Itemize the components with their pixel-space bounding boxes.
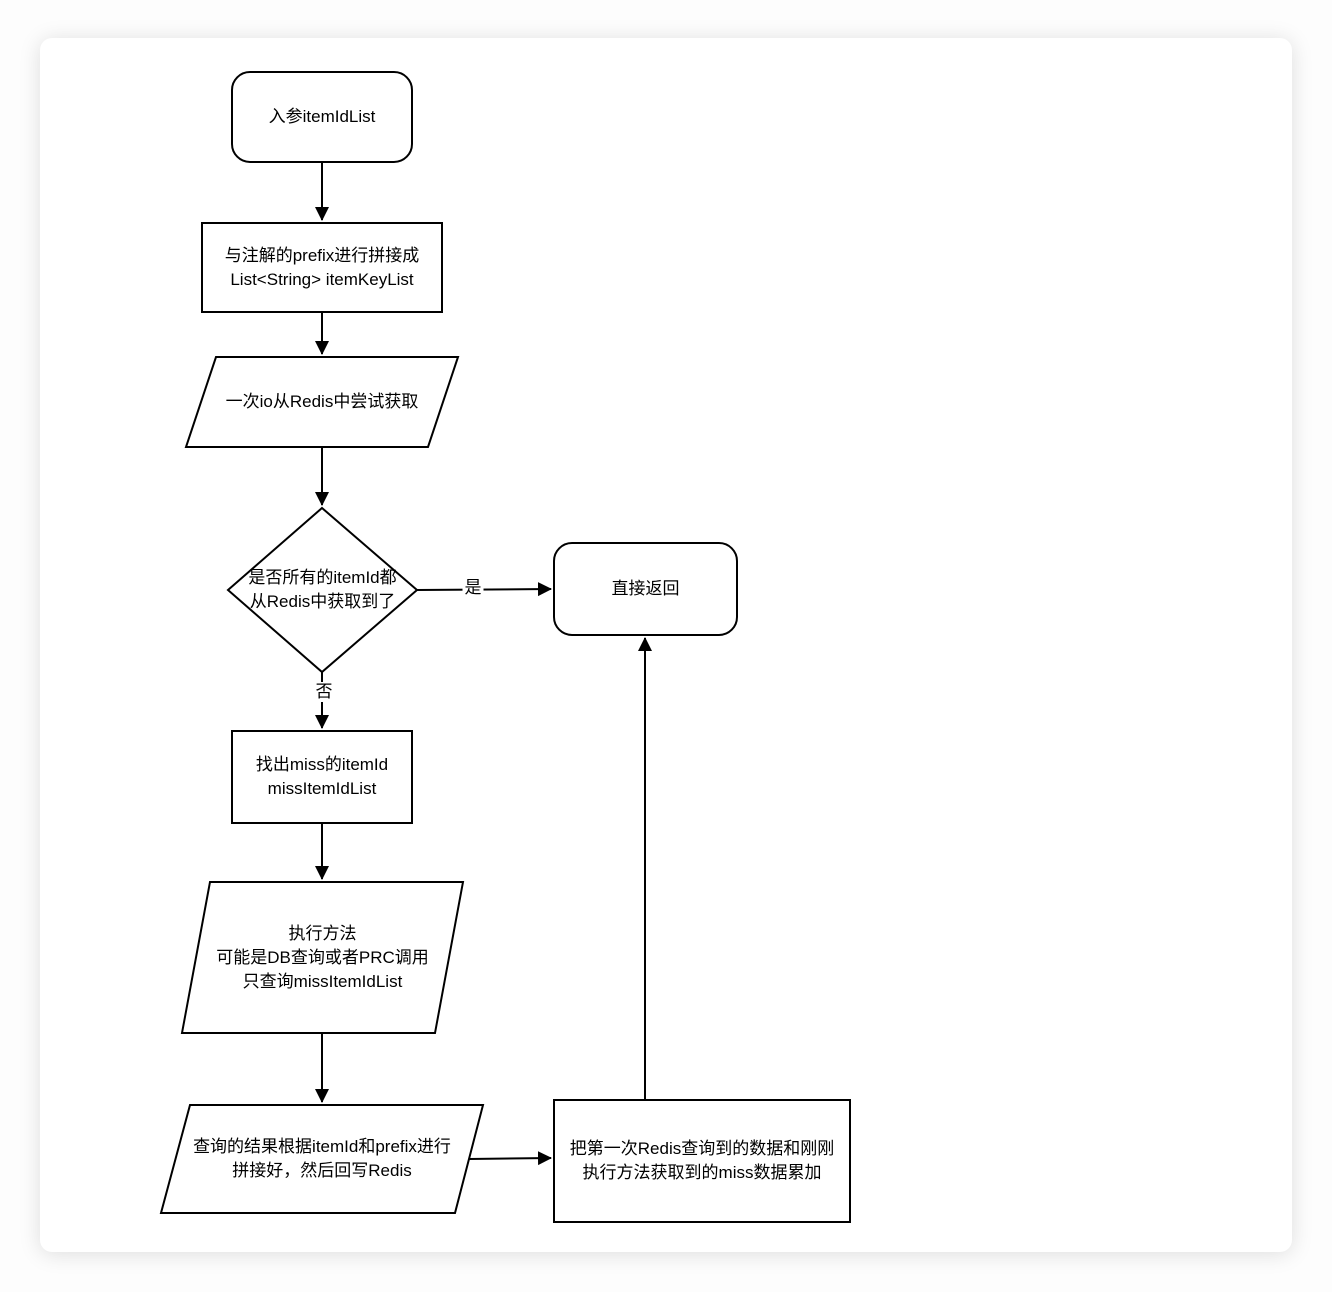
- edge-writeback-to-merge: [468, 1151, 552, 1166]
- edge-label-no: 否: [313, 682, 335, 702]
- writeback-redis-node-shape: [159, 1104, 485, 1214]
- execute-method-node-shape: [180, 881, 465, 1034]
- redis-fetch-node-shape: [184, 356, 460, 448]
- merge-data-node-shape: [553, 1099, 851, 1223]
- direct-return-node-shape: [553, 542, 738, 636]
- decision-node-shape: [226, 506, 419, 674]
- concat-prefix-node-shape: [201, 222, 443, 313]
- flowchart-canvas: [159, 71, 851, 1223]
- start-node-shape: [231, 71, 413, 163]
- edge-label-yes: 是: [462, 578, 484, 598]
- diagram-card: 入参itemIdList 与注解的prefix进行拼接成 List<String…: [40, 38, 1292, 1252]
- find-miss-node-shape: [231, 730, 413, 824]
- edge-decision-yes-to-return: [416, 582, 552, 597]
